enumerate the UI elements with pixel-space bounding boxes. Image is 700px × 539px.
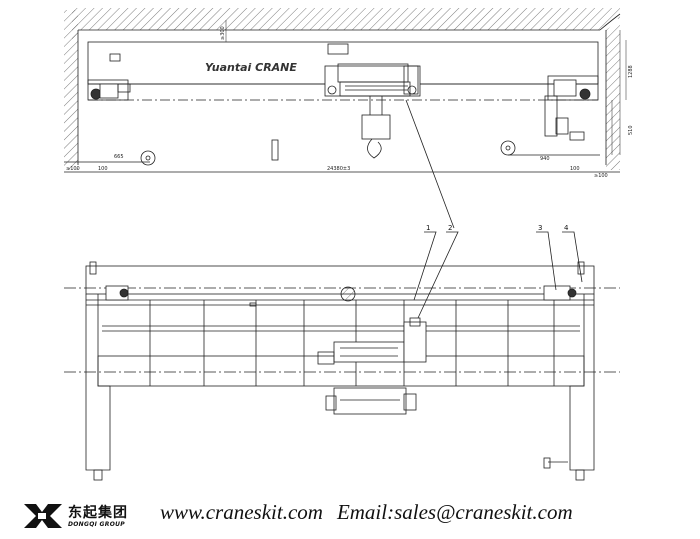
right-wall-hatch: [606, 20, 620, 170]
dim-right-end: ≥100: [594, 173, 608, 179]
footer: 东起集团 DONGQI GROUP www.craneskit.com Email…: [0, 494, 700, 534]
dim-side-low: 510: [628, 125, 634, 135]
left-hook-position: [140, 150, 156, 166]
callout-leader-3: [536, 231, 557, 291]
plan-view: [64, 99, 620, 481]
right-drive: [543, 285, 571, 301]
dongqi-logo-icon: [24, 504, 62, 528]
dim-left-offset: 100: [98, 166, 108, 172]
brand-name-english: DONGQI GROUP: [68, 521, 125, 528]
right-hook-position: [500, 140, 516, 156]
left-leg: [85, 294, 111, 471]
dim-left-approach: 665: [114, 154, 124, 160]
pendant-control: [271, 139, 279, 161]
right-leg: [569, 294, 595, 471]
dim-span: 24380±3: [327, 166, 350, 172]
dim-left-end: ≥100: [66, 166, 80, 172]
bridge-frame: [85, 265, 595, 295]
dim-hook-approach: 940: [540, 156, 550, 162]
callout-leader-2b: [405, 99, 455, 229]
elevation-brand: Yuantai CRANE: [205, 61, 297, 74]
plan-trolley: [317, 317, 427, 415]
left-end-carriage: [87, 79, 131, 101]
dim-top-clearance: ≥300: [220, 26, 226, 40]
dim-right-offset: 100: [570, 166, 580, 172]
main-hook: [361, 96, 391, 159]
brand-name-chinese: 东起集团: [68, 505, 128, 521]
callout-1: 1: [426, 224, 430, 232]
website-link[interactable]: www.craneskit.com: [160, 500, 323, 524]
callout-4: 4: [564, 224, 569, 232]
callout-3: 3: [538, 224, 542, 232]
callout-leader-4: [562, 231, 583, 283]
hoist-trolley: [324, 63, 421, 97]
right-end-carriage: [544, 75, 599, 141]
dim-side-height: 1288: [628, 65, 634, 78]
crane-technical-drawing: Yuantai CRANE ≥300 24380±3 ≥100 665 100 …: [64, 8, 634, 481]
email-link[interactable]: Email:sales@craneskit.com: [336, 500, 573, 524]
callout-leader-1: [413, 231, 437, 301]
left-wall-hatch: [64, 10, 78, 170]
callout-2: 2: [448, 224, 452, 232]
elevation-view: [64, 8, 627, 173]
contact-line: www.craneskit.com Email:sales@craneskit.c…: [160, 500, 587, 525]
callout-leader-2: [417, 231, 459, 319]
roof-hatch: [72, 8, 620, 40]
